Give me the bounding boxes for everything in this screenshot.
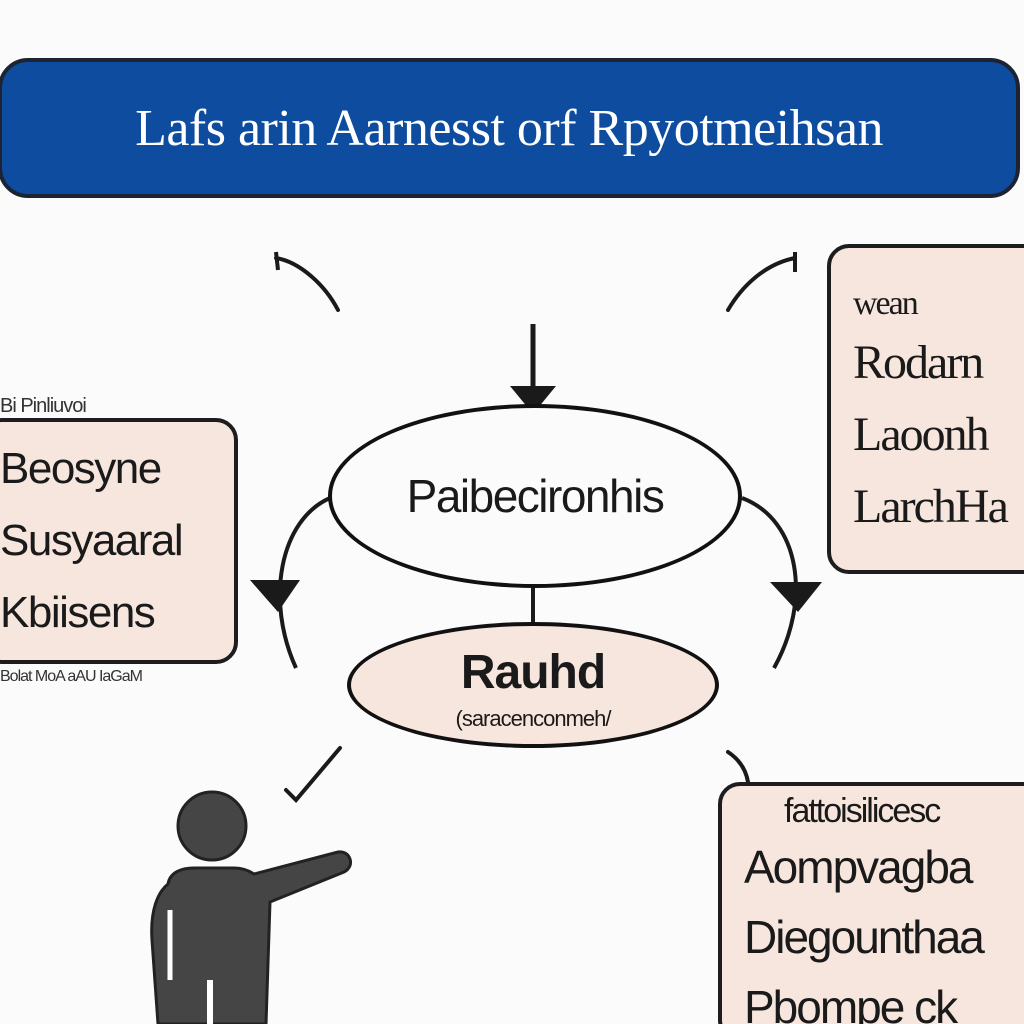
left-info-box: Beosyne Susyaaral Kbiisens bbox=[0, 418, 238, 664]
bottom-box-line-1: fattoisilicesc bbox=[784, 792, 941, 830]
arrowhead-right bbox=[770, 582, 822, 612]
arc-connector-right bbox=[741, 496, 798, 669]
bottom-info-box: fattoisilicesc Aompvagba Diegounthaa Pbo… bbox=[718, 782, 1024, 1024]
left-box-line-3: Kbiisens bbox=[0, 588, 156, 637]
right-box-line-3: Laoonh bbox=[853, 408, 990, 461]
diagram-title: Lafs arin Aarnesst orf Rpyotmeihsan bbox=[135, 99, 883, 157]
central-node: Paibecironhis bbox=[328, 404, 742, 588]
right-box-line-1: wean bbox=[853, 285, 919, 322]
sub-node-label: Rauhd bbox=[460, 645, 606, 699]
arc-connector-top-right bbox=[726, 256, 797, 312]
title-banner: Lafs arin Aarnesst orf Rpyotmeihsan bbox=[0, 58, 1020, 198]
arc-connector-top-left bbox=[274, 256, 340, 312]
bottom-box-line-2: Aompvagba bbox=[744, 841, 973, 893]
left-box-note-below: Bolat MoA aAU IaGaM bbox=[0, 668, 143, 685]
check-connector-lower-left bbox=[284, 746, 342, 803]
left-box-line-1: Beosyne bbox=[0, 444, 162, 493]
bottom-box-line-3: Diegounthaa bbox=[744, 911, 985, 963]
arrowhead-left bbox=[250, 580, 300, 612]
person-body bbox=[150, 850, 353, 1024]
arrow-tick-top-left bbox=[274, 251, 280, 271]
arc-connector-left bbox=[277, 496, 331, 669]
curve-connector-lower-right bbox=[726, 750, 750, 784]
person-head bbox=[176, 790, 248, 862]
bottom-box-line-4: Pbompe ck bbox=[744, 981, 958, 1024]
left-box-line-2: Susyaaral bbox=[0, 516, 184, 565]
left-box-note-above: Bi Pinliuvoi bbox=[0, 395, 87, 417]
sub-node: Rauhd (saracenconmeh/ bbox=[347, 622, 719, 748]
person-pointing-icon bbox=[150, 790, 353, 1024]
central-node-label: Paibecironhis bbox=[406, 470, 665, 522]
right-box-line-2: Rodarn bbox=[853, 336, 984, 389]
sub-node-caption: (saracenconmeh/ bbox=[455, 705, 612, 731]
arrowhead-top bbox=[510, 386, 556, 414]
right-box-line-4: LarchHa bbox=[853, 480, 1009, 533]
right-info-box: wean Rodarn Laoonh LarchHa bbox=[827, 244, 1024, 574]
